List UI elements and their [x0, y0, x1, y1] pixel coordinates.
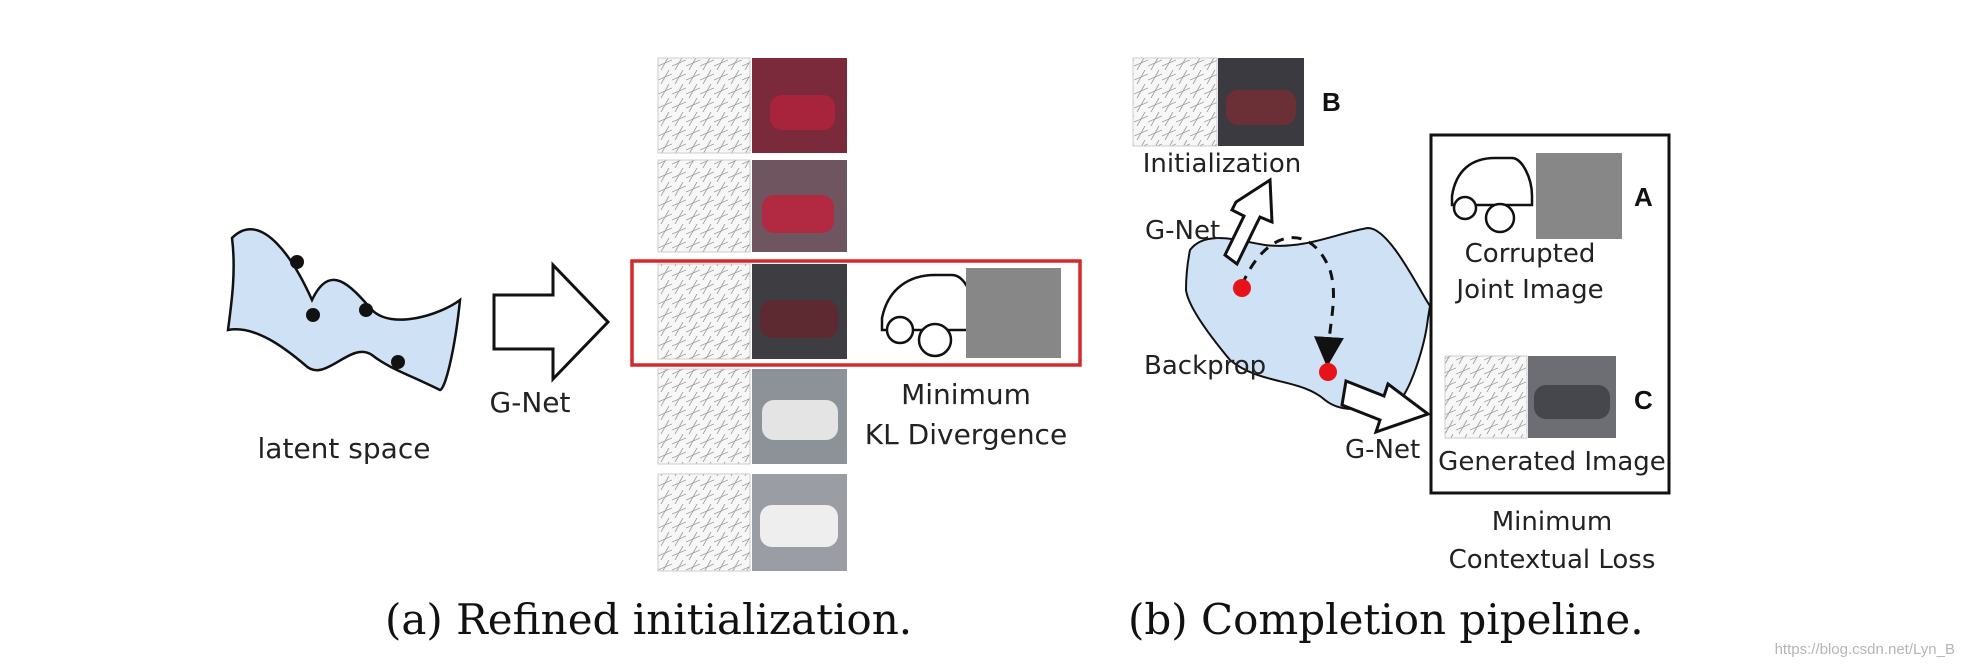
g-net-up-arrow-icon	[1223, 177, 1274, 267]
backprop-label: Backprop	[1144, 351, 1266, 381]
latent-manifold-b	[1184, 226, 1432, 410]
result-frame	[1429, 133, 1671, 495]
optimized-point	[1319, 363, 1337, 381]
backprop-dashed-path	[1240, 236, 1344, 367]
corrupted-marker-a: A	[1634, 182, 1653, 212]
min-kl-label-line1: Minimum	[901, 378, 1031, 411]
latent-point	[359, 303, 373, 317]
initialization-pair	[1132, 57, 1304, 147]
g-net-arrow-icon	[492, 261, 611, 383]
start-point	[1233, 279, 1251, 297]
min-contextual-loss-line1: Minimum	[1492, 507, 1613, 537]
sample-pair-4	[657, 368, 847, 465]
latent-point	[306, 308, 320, 322]
generated-image-label: Generated Image	[1438, 447, 1666, 477]
initialization-marker-b: B	[1322, 87, 1341, 117]
min-contextual-loss-line2: Contextual Loss	[1449, 545, 1656, 575]
corrupted-label-line2: Joint Image	[1454, 275, 1603, 305]
panel-b: B Initialization G-Net Backprop G-Net A …	[1132, 57, 1671, 575]
min-kl-selection-box	[630, 259, 1082, 367]
g-net-label: G-Net	[490, 386, 571, 419]
caption-a: (a) Refined initialization.	[385, 595, 912, 644]
sample-pair-5	[657, 473, 847, 572]
sample-pair-2	[657, 159, 847, 253]
generated-image	[1444, 355, 1616, 439]
selected-corrupted-pair	[880, 268, 1061, 358]
g-net-down-arrow-icon	[1340, 378, 1432, 435]
latent-space-label: latent space	[258, 432, 431, 465]
initialization-label: Initialization	[1143, 149, 1302, 179]
watermark: https://blog.csdn.net/Lyn_B	[1775, 641, 1955, 658]
sample-pair-3	[657, 263, 847, 360]
corrupted-label-line1: Corrupted	[1465, 239, 1596, 269]
latent-point	[290, 255, 304, 269]
corrupted-joint-image	[1450, 153, 1622, 239]
g-net-down-label: G-Net	[1345, 435, 1420, 465]
latent-point	[391, 355, 405, 369]
panel-a: latent space G-Net	[226, 57, 1082, 572]
generated-marker-c: C	[1634, 385, 1653, 415]
caption-b: (b) Completion pipeline.	[1128, 595, 1644, 644]
g-net-up-label: G-Net	[1145, 216, 1220, 246]
latent-space-manifold	[226, 228, 462, 392]
min-kl-label-line2: KL Divergence	[865, 418, 1067, 451]
sample-pair-1	[657, 57, 847, 154]
